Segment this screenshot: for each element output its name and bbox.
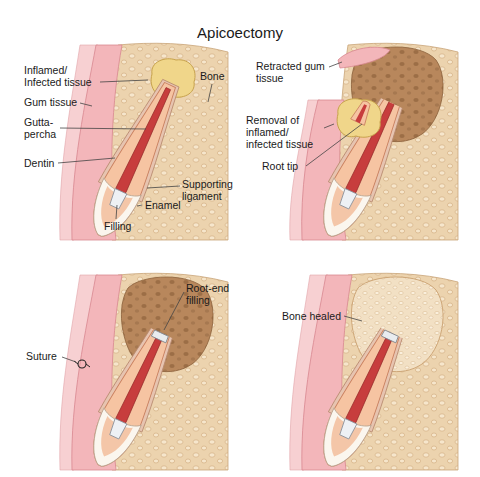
panel-removal — [290, 43, 458, 245]
part-label: Root tip — [262, 160, 298, 172]
tooth — [78, 73, 193, 246]
illustration-part — [80, 103, 92, 106]
illustration-part — [355, 104, 368, 123]
suture — [74, 360, 90, 368]
tooth — [308, 303, 423, 476]
part-label: Bone healed — [282, 310, 341, 322]
part-label: Gum tissue — [24, 96, 77, 108]
leader-lines — [58, 62, 362, 362]
tooth — [308, 73, 423, 246]
panel-before — [60, 43, 228, 245]
illustration-part — [308, 86, 423, 245]
part-label: Inflamed/ Infected tissue — [24, 64, 100, 88]
illustration-part — [137, 205, 142, 206]
part-label: Gutta-percha — [24, 116, 64, 140]
illustration-part — [147, 186, 180, 188]
part-label: Retracted gum tissue — [256, 60, 330, 84]
tooth — [78, 303, 193, 476]
panel-healed — [290, 273, 458, 475]
illustration-part — [208, 84, 212, 102]
infected-tissue — [337, 99, 381, 137]
part-label: Suture — [26, 350, 57, 362]
illustration-part — [60, 128, 146, 129]
root-tip — [351, 99, 374, 126]
part-label: Supporting ligament — [182, 178, 238, 202]
illustration-part — [306, 124, 362, 166]
illustration-part — [116, 205, 117, 219]
illustration-part — [78, 73, 193, 246]
illustration-part — [74, 361, 90, 367]
illustration-part — [62, 357, 76, 362]
illustration-part — [78, 316, 193, 475]
illustration-part — [344, 316, 362, 321]
illustration-part — [351, 99, 374, 126]
illustration-part — [329, 62, 342, 67]
part-label: Bone — [200, 70, 225, 82]
diagram-title: Apicoectomy — [0, 24, 480, 41]
part-label: Filling — [104, 220, 131, 232]
illustration-part — [100, 80, 148, 82]
part-label: Root-end filling — [186, 282, 238, 306]
root-end-filling — [151, 330, 168, 343]
illustration-part — [324, 124, 334, 128]
part-label: Enamel — [145, 199, 181, 211]
illustration-part — [58, 158, 115, 163]
part-label: Removal of inflamed/ infected tissue — [246, 114, 322, 150]
illustration-part — [308, 316, 423, 475]
root-end-filling — [381, 330, 398, 343]
gum-flap — [338, 47, 390, 68]
illustration-part — [164, 292, 184, 330]
illustration-part — [78, 360, 86, 368]
part-label: Dentin — [24, 157, 54, 169]
